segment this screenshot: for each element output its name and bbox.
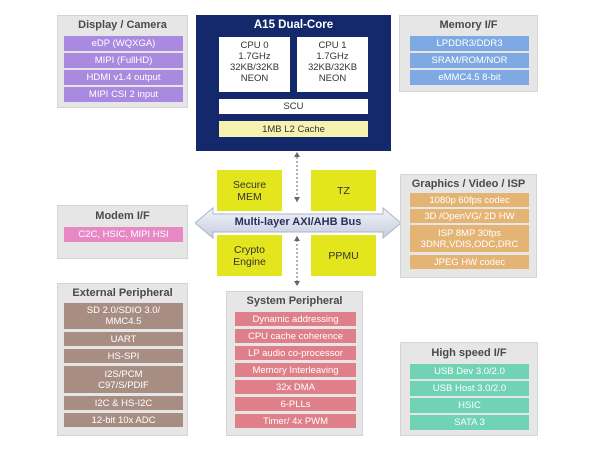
graphics-title: Graphics / Video / ISP bbox=[411, 178, 526, 190]
external-peripheral-panel: External Peripheral SD 2.0/SDIO 3.0/ MMC… bbox=[57, 283, 188, 436]
display-item-edp: eDP (WQXGA) bbox=[64, 36, 183, 51]
memory-item-lpddr3: LPDDR3/DDR3 bbox=[410, 36, 529, 51]
secure-mem-block: Secure MEM bbox=[217, 170, 282, 211]
high-speed-item-sata: SATA 3 bbox=[410, 415, 529, 430]
external-item-adc: 12-bit 10x ADC bbox=[64, 413, 183, 427]
system-item-lp-audio: LP audio co-processor bbox=[235, 346, 356, 360]
bus-arrow bbox=[195, 206, 401, 240]
crypto-engine-block: Crypto Engine bbox=[217, 235, 282, 276]
arrowhead-down-bottom bbox=[294, 281, 300, 286]
arrowhead-up-top bbox=[294, 152, 300, 157]
a15-core-block: A15 Dual-Core CPU 0 1.7GHz 32KB/32KB NEO… bbox=[196, 15, 391, 151]
tz-block: TZ bbox=[311, 170, 376, 211]
modem-if-title: Modem I/F bbox=[95, 210, 150, 222]
high-speed-item-usb-dev: USB Dev 3.0/2.0 bbox=[410, 364, 529, 379]
memory-item-emmc: eMMC4.5 8-bit bbox=[410, 70, 529, 85]
memory-if-title: Memory I/F bbox=[439, 19, 498, 31]
graphics-item-3d: 3D /OpenVG/ 2D HW bbox=[410, 209, 529, 223]
high-speed-if-title: High speed I/F bbox=[431, 347, 507, 359]
graphics-item-codec: 1080p 60fps codec bbox=[410, 193, 529, 207]
display-item-hdmi: HDMI v1.4 output bbox=[64, 70, 183, 85]
scu-bar: SCU bbox=[219, 99, 368, 114]
display-camera-title: Display / Camera bbox=[78, 19, 167, 31]
system-item-timer: Timer/ 4x PWM bbox=[235, 414, 356, 428]
external-item-sd: SD 2.0/SDIO 3.0/ MMC4.5 bbox=[64, 303, 183, 329]
high-speed-item-hsic: HSIC bbox=[410, 398, 529, 413]
cpu0-block: CPU 0 1.7GHz 32KB/32KB NEON bbox=[219, 37, 290, 92]
l2-cache-bar: 1MB L2 Cache bbox=[219, 121, 368, 137]
graphics-item-isp: ISP 8MP 30fps 3DNR,VDIS,ODC,DRC bbox=[410, 225, 529, 252]
arrowhead-down-top bbox=[294, 197, 300, 202]
system-peripheral-panel: System Peripheral Dynamic addressing CPU… bbox=[226, 291, 363, 436]
external-item-hs-spi: HS-SPI bbox=[64, 349, 183, 363]
a15-title: A15 Dual-Core bbox=[253, 19, 334, 31]
display-item-mipi: MIPI (FullHD) bbox=[64, 53, 183, 68]
cpu1-block: CPU 1 1.7GHz 32KB/32KB NEON bbox=[297, 37, 368, 92]
memory-if-panel: Memory I/F LPDDR3/DDR3 SRAM/ROM/NOR eMMC… bbox=[399, 15, 538, 92]
display-camera-panel: Display / Camera eDP (WQXGA) MIPI (FullH… bbox=[57, 15, 188, 108]
graphics-panel: Graphics / Video / ISP 1080p 60fps codec… bbox=[400, 174, 537, 278]
high-speed-item-usb-host: USB Host 3.0/2.0 bbox=[410, 381, 529, 396]
system-item-cache-coherence: CPU cache coherence bbox=[235, 329, 356, 343]
system-item-memory-interleaving: Memory Interleaving bbox=[235, 363, 356, 377]
external-item-i2c: I2C & HS-I2C bbox=[64, 396, 183, 410]
high-speed-if-panel: High speed I/F USB Dev 3.0/2.0 USB Host … bbox=[400, 342, 538, 436]
system-item-plls: 6-PLLs bbox=[235, 397, 356, 411]
ppmu-block: PPMU bbox=[311, 235, 376, 276]
external-item-uart: UART bbox=[64, 332, 183, 346]
external-peripheral-title: External Peripheral bbox=[72, 287, 173, 299]
bus-label: Multi-layer AXI/AHB Bus bbox=[234, 216, 362, 228]
memory-item-sram: SRAM/ROM/NOR bbox=[410, 53, 529, 68]
arrowhead-up-bottom bbox=[294, 236, 300, 241]
modem-item-c2c: C2C, HSIC, MIPI HSI bbox=[64, 227, 183, 242]
system-item-dma: 32x DMA bbox=[235, 380, 356, 394]
external-item-i2s: I2S/PCM C97/S/PDIF bbox=[64, 366, 183, 393]
modem-if-panel: Modem I/F C2C, HSIC, MIPI HSI bbox=[57, 205, 188, 259]
system-item-dynamic-addressing: Dynamic addressing bbox=[235, 312, 356, 326]
graphics-item-jpeg: JPEG HW codec bbox=[410, 255, 529, 269]
display-item-mipi-csi: MIPI CSI 2 input bbox=[64, 87, 183, 102]
system-peripheral-title: System Peripheral bbox=[246, 295, 343, 307]
